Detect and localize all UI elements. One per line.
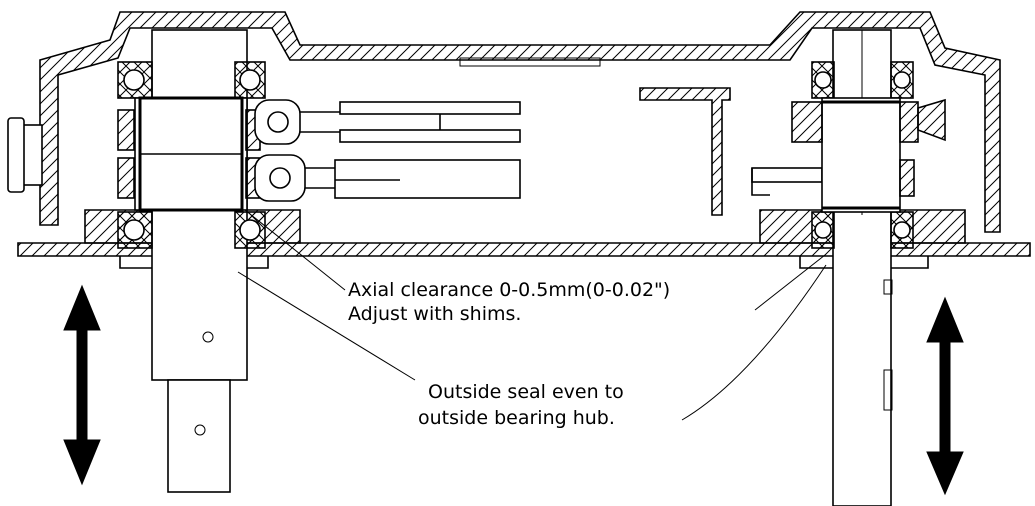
right-lower-bearing <box>811 211 914 249</box>
left-lower-bearing <box>117 211 266 249</box>
axial-clearance-note: Axial clearance 0-0.5mm(0-0.02") Adjust … <box>348 279 670 325</box>
lower-chain <box>254 154 521 202</box>
side-plug-fitting <box>7 117 43 193</box>
axial-clearance-line1: Axial clearance 0-0.5mm(0-0.02") <box>348 279 670 301</box>
seal-note: Outside seal even to outside bearing hub… <box>418 381 624 429</box>
seal-note-line2: outside bearing hub. <box>418 407 615 429</box>
center-bracket <box>639 87 823 216</box>
upper-chain <box>254 99 521 145</box>
right-upper-bearing <box>811 61 914 99</box>
axial-clearance-line2: Adjust with shims. <box>348 303 521 325</box>
right-double-arrow-icon <box>926 296 964 496</box>
left-sprocket-hub <box>117 96 261 212</box>
right-sprocket-hub <box>791 97 946 213</box>
left-upper-bearing <box>117 61 266 99</box>
housing-cover <box>39 11 1001 233</box>
left-double-arrow-icon <box>63 284 101 486</box>
leader-lines <box>237 209 827 421</box>
seal-note-line1: Outside seal even to <box>428 381 624 403</box>
